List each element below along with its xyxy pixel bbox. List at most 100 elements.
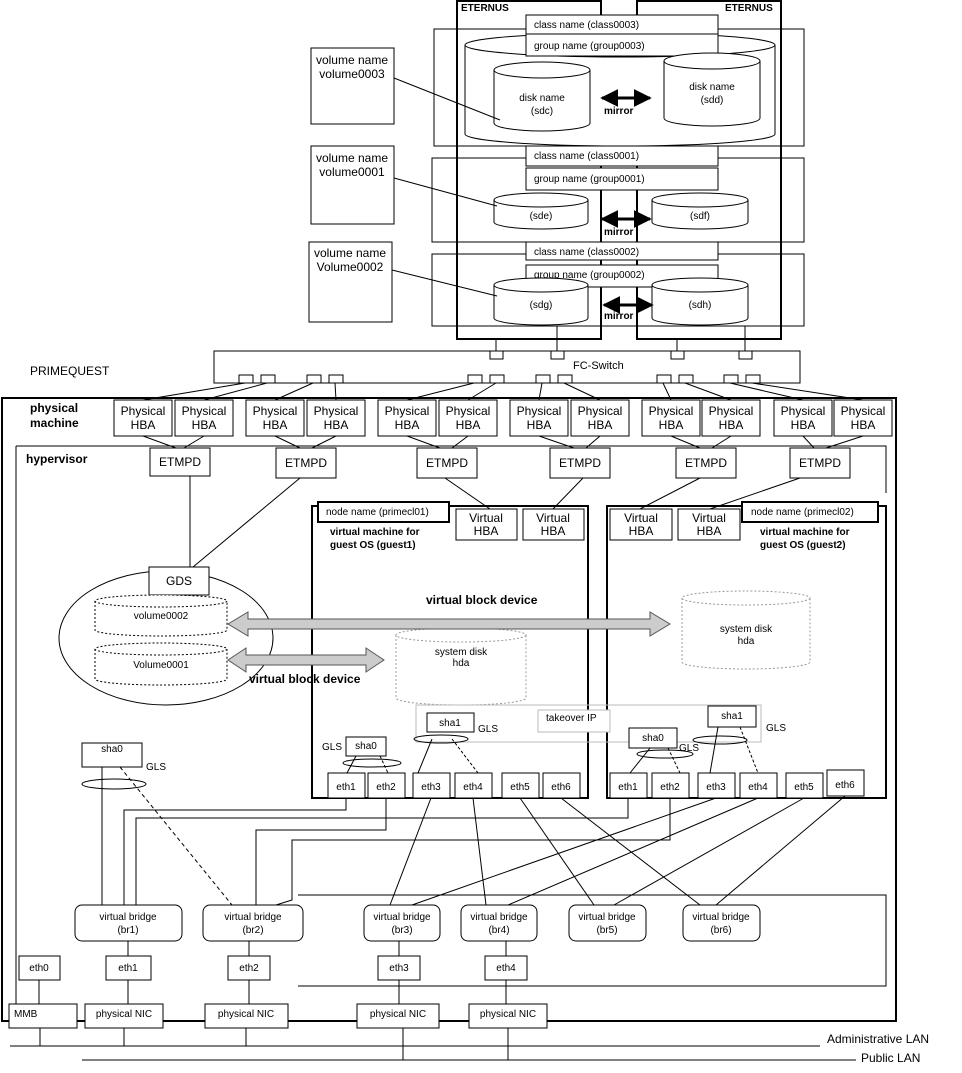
- etmpd-5-label: ETMPD: [685, 456, 727, 470]
- administrative-lan-label: Administrative LAN: [827, 1032, 929, 1046]
- vm1-virtual-hba-2: [522, 508, 585, 541]
- physical-hba-2-l1: Physical: [182, 404, 227, 418]
- vm1-gls-label-1: GLS: [478, 724, 498, 735]
- disk-sdg-id: (sdg): [530, 300, 553, 311]
- physical-nic-2-label: physical NIC: [218, 1009, 274, 1020]
- vbd-label-2: virtual block device: [249, 672, 361, 686]
- volume-box-0001: [310, 145, 395, 225]
- physical-machine-label-l2: machine: [30, 416, 79, 430]
- vm2-sha0-label: sha0: [642, 733, 664, 744]
- physical-hba-7: [509, 399, 569, 437]
- etmpd-4: [549, 447, 611, 479]
- vm2-gls-label-1: GLS: [679, 743, 699, 754]
- host-volume-0001: [94, 649, 228, 686]
- vm2-eth5-label: eth5: [794, 782, 814, 793]
- physical-hba-3-l1: Physical: [253, 404, 298, 418]
- bridge-br1-l2: (br1): [117, 925, 138, 936]
- physical-machine-label-l1: physical: [30, 401, 78, 415]
- bridge-area-frame: [298, 894, 887, 987]
- physical-hba-9: [641, 399, 701, 437]
- bridge-br3-l1: virtual bridge: [373, 912, 431, 923]
- physical-nic-4-label: physical NIC: [480, 1009, 536, 1020]
- physical-hba-10: [701, 399, 761, 437]
- mirror-label-0001: mirror: [604, 227, 634, 238]
- host-volume-0002: [94, 601, 228, 637]
- mirror-label-0002: mirror: [604, 311, 634, 322]
- physical-hba-4-l2: HBA: [324, 418, 349, 432]
- volume-box-0002: [308, 241, 393, 323]
- etmpd-5: [675, 447, 737, 479]
- vm1-title-l2: guest OS (guest1): [330, 540, 416, 551]
- volume-0002-l1: volume name: [314, 246, 386, 260]
- volume-0001-l1: volume name: [316, 151, 388, 165]
- physical-hba-3: [245, 399, 305, 437]
- vbd-label-1: virtual block device: [426, 593, 538, 607]
- vm2-virtual-hba-2: [677, 508, 741, 541]
- disk-sdd: [663, 61, 761, 127]
- vm2-eth1: [609, 772, 648, 799]
- vm2-eth1-label: eth1: [618, 782, 638, 793]
- vm1-virtual-hba-1: [455, 508, 518, 541]
- bridge-br3-l2: (br3): [391, 925, 412, 936]
- physical-nic-3-label: physical NIC: [370, 1009, 426, 1020]
- mirror-label-0003: mirror: [604, 106, 634, 117]
- vm2-eth3: [697, 772, 736, 799]
- bridge-br6-l2: (br6): [710, 925, 731, 936]
- host-sha0-label: sha0: [101, 744, 123, 755]
- vm1-eth6-label: eth6: [551, 782, 571, 793]
- disk-sde-id: (sde): [530, 211, 553, 222]
- physical-nic-2: [204, 1003, 289, 1029]
- physical-hba-12: [833, 399, 893, 437]
- physical-hba-7-l2: HBA: [527, 418, 552, 432]
- physical-hba-12-l2: HBA: [851, 418, 876, 432]
- vm2-virtual-hba-1: [609, 508, 673, 541]
- host-volume-0001-label: Volume0001: [133, 660, 189, 671]
- vm1-eth3-label: eth3: [421, 782, 441, 793]
- bridge-br5-l1: virtual bridge: [578, 912, 636, 923]
- disk-sdh: [651, 285, 749, 326]
- vm2-title-l1: virtual machine for: [760, 527, 850, 538]
- bridge-br6: [682, 904, 761, 942]
- vm2-vhba-1-l2: HBA: [629, 524, 654, 538]
- physical-hba-3-l2: HBA: [263, 418, 288, 432]
- vm1-vhba-1-l1: Virtual: [469, 511, 503, 525]
- physical-hba-2-l2: HBA: [192, 418, 217, 432]
- vbd-arrow-volume0001: [227, 647, 385, 673]
- bridge-br2: [202, 904, 304, 942]
- vm1-eth1-label: eth1: [336, 782, 356, 793]
- vm1-vhba-2-l2: HBA: [541, 524, 566, 538]
- disk-sdf: [651, 200, 749, 230]
- host-eth4-label: eth4: [496, 963, 516, 974]
- host-eth2: [227, 955, 271, 981]
- physical-hba-2: [174, 399, 234, 437]
- physical-hba-11-l1: Physical: [781, 404, 826, 418]
- vm1-eth4-label: eth4: [463, 782, 483, 793]
- vm1-vhba-1-l2: HBA: [474, 524, 499, 538]
- host-gls-label: GLS: [146, 762, 166, 773]
- host-eth1-label: eth1: [118, 963, 138, 974]
- physical-hba-9-l2: HBA: [659, 418, 684, 432]
- physical-hba-8-l1: Physical: [578, 404, 623, 418]
- group-label-0003: group name (group0003): [534, 41, 645, 52]
- vm1-node-box: [317, 501, 450, 523]
- physical-nic-1-label: physical NIC: [96, 1009, 152, 1020]
- vm2-eth2-label: eth2: [660, 782, 680, 793]
- physical-hba-6: [438, 399, 498, 437]
- class-label-0001: class name (class0001): [534, 151, 639, 162]
- vm2-system-disk-l1: system disk: [720, 624, 773, 635]
- volume-0001-l2: volume0001: [319, 165, 385, 179]
- group-label-0001: group name (group0001): [534, 174, 645, 185]
- physical-hba-9-l1: Physical: [649, 404, 694, 418]
- class-box-0001: [525, 145, 719, 167]
- etmpd-6-label: ETMPD: [799, 456, 841, 470]
- vm2-eth4: [739, 772, 778, 799]
- mmb: [8, 1003, 78, 1029]
- vbd-arrow-volume0002: [227, 611, 671, 637]
- vm1-vhba-2-l1: Virtual: [536, 511, 570, 525]
- etmpd-3: [416, 447, 478, 479]
- volume-0003-l1: volume name: [316, 53, 388, 67]
- disk-sdc: [493, 70, 591, 132]
- vm2-eth2: [651, 772, 690, 799]
- etmpd-4-label: ETMPD: [559, 456, 601, 470]
